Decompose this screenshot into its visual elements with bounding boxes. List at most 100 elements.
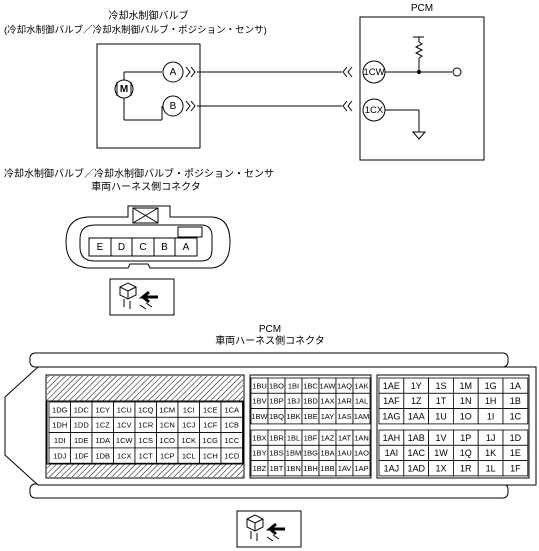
valve-subtitle: (冷却水制御バルブ／冷却水制御バルブ・ポジション・センサ) [4, 25, 267, 36]
pin-label: 1BK [286, 412, 300, 421]
pin-label: 1BU [252, 381, 267, 390]
pin-label: 1DJ [53, 451, 67, 460]
pin-label: 1CM [159, 405, 175, 414]
pin-label: 1AZ [321, 433, 335, 442]
pin-label: 1CF [203, 421, 218, 430]
pin-label: 1R [460, 463, 472, 473]
pin-label: 1BT [270, 464, 284, 473]
pin-cell [220, 447, 243, 464]
pin-label: 1AP [354, 464, 368, 473]
pin-label: 1CG [203, 436, 219, 445]
pin-label: 1W [434, 448, 448, 458]
pin-label: 1BB [320, 464, 334, 473]
pin-label: 1X [435, 463, 446, 473]
pin-label: 1C [510, 411, 522, 421]
pin-label: 1BS [269, 449, 283, 458]
pin-label: 1S [435, 381, 446, 391]
pin-label: 1BR [269, 433, 284, 442]
pin-label: 1V [435, 433, 446, 443]
pin-label: 1CX [117, 451, 132, 460]
pin-label: 1BQ [269, 412, 284, 421]
pin-cell [352, 460, 371, 477]
pin-label: 1BY [252, 449, 266, 458]
pin-label: 1CY [95, 405, 110, 414]
motor-label: M [119, 84, 129, 95]
pin-label: 1BP [269, 397, 283, 406]
pin-label: 1AL [355, 397, 368, 406]
pin-label: 1DI [54, 436, 66, 445]
pin-label: 1BL [287, 433, 300, 442]
pin-label: 1AK [354, 381, 368, 390]
pin-label: 1AD [407, 463, 425, 473]
pin-label: 1BI [288, 381, 299, 390]
pin-label: 1AH [383, 433, 401, 443]
valve-pin-label: C [139, 242, 147, 253]
pin-label: 1BJ [287, 397, 300, 406]
pin-label: 1BG [303, 449, 318, 458]
pin-label: 1CT [139, 451, 154, 460]
pin-label: 1DC [74, 405, 90, 414]
pin-cell [352, 408, 371, 425]
pin-label: 1DH [52, 421, 67, 430]
pin-label: 1CH [203, 451, 218, 460]
pin-b-label: B [169, 101, 177, 112]
valve-box [96, 43, 201, 149]
pin-label: 1AM [354, 412, 369, 421]
pin-label: 1AI [385, 448, 399, 458]
pin-label: 1H [485, 396, 497, 406]
pcm-connector-bottom-rail [29, 483, 509, 499]
pin-label: 1DG [52, 405, 68, 414]
pin-a-circle [162, 61, 184, 83]
pin-label: 1U [435, 411, 447, 421]
pin-label: 1BE [303, 412, 317, 421]
pin-label: 1E [510, 448, 521, 458]
pin-label: 1BM [286, 449, 301, 458]
pin-label: 1BZ [253, 464, 267, 473]
pin-label: 1B [510, 396, 521, 406]
pin-label: 1CE [203, 405, 218, 414]
pin-label: 1AJ [384, 463, 400, 473]
pin-label: 1BW [251, 412, 268, 421]
motor-symbol [114, 79, 134, 99]
pin-label: 1L [486, 463, 496, 473]
pin-label: 1BC [303, 381, 318, 390]
pin-label: 1CU [117, 405, 132, 414]
pin-label: 1T [436, 396, 447, 406]
pcm-connector-subtitle: 車両ハーネス側コネクタ [215, 336, 325, 347]
pin-label: 1Z [411, 396, 422, 406]
pin-label: 1CD [224, 451, 240, 460]
pin-label: 1Y [411, 381, 422, 391]
pin-label: 1D [510, 433, 522, 443]
pin-1cw-label: 1CW [363, 67, 385, 78]
pcm-connector-top-rail [29, 352, 509, 368]
pcm-connector-title: PCM [258, 324, 282, 335]
pin-label: 1DA [95, 436, 110, 445]
pin-label: 1AF [383, 396, 400, 406]
resistor-symbol [414, 41, 424, 59]
pin-label: 1CO [160, 436, 176, 445]
pin-label: 1CC [224, 436, 240, 445]
valve-connector-title: 冷却水制御バルブ／冷却水制御バルブ・ポジション・センサ [4, 169, 274, 180]
pcm-box [359, 16, 485, 161]
valve-title: 冷却水制御バルブ [108, 11, 189, 22]
pin-label: 1CJ [182, 421, 196, 430]
pin-label: 1AU [337, 449, 352, 458]
pin-cell [502, 460, 529, 477]
pin-label: 1P [460, 433, 471, 443]
pin-label: 1CW [116, 436, 134, 445]
pin-label: 1AX [320, 397, 334, 406]
pin-label: 1CP [160, 451, 175, 460]
pin-label: 1CA [224, 405, 239, 414]
valve-pin-label: D [117, 242, 126, 253]
pin-label: 1BD [303, 397, 318, 406]
pin-label: 1BX [252, 433, 266, 442]
pin-label: 1CV [117, 421, 132, 430]
pin-label: 1BN [286, 464, 301, 473]
pin-label: 1AQ [337, 381, 352, 390]
pin-label: 1BH [303, 464, 318, 473]
valve-pin-label: A [182, 242, 190, 253]
pin-label: 1BO [269, 381, 284, 390]
pin-label: 1BF [304, 433, 318, 442]
pin-label: 1CB [224, 421, 239, 430]
